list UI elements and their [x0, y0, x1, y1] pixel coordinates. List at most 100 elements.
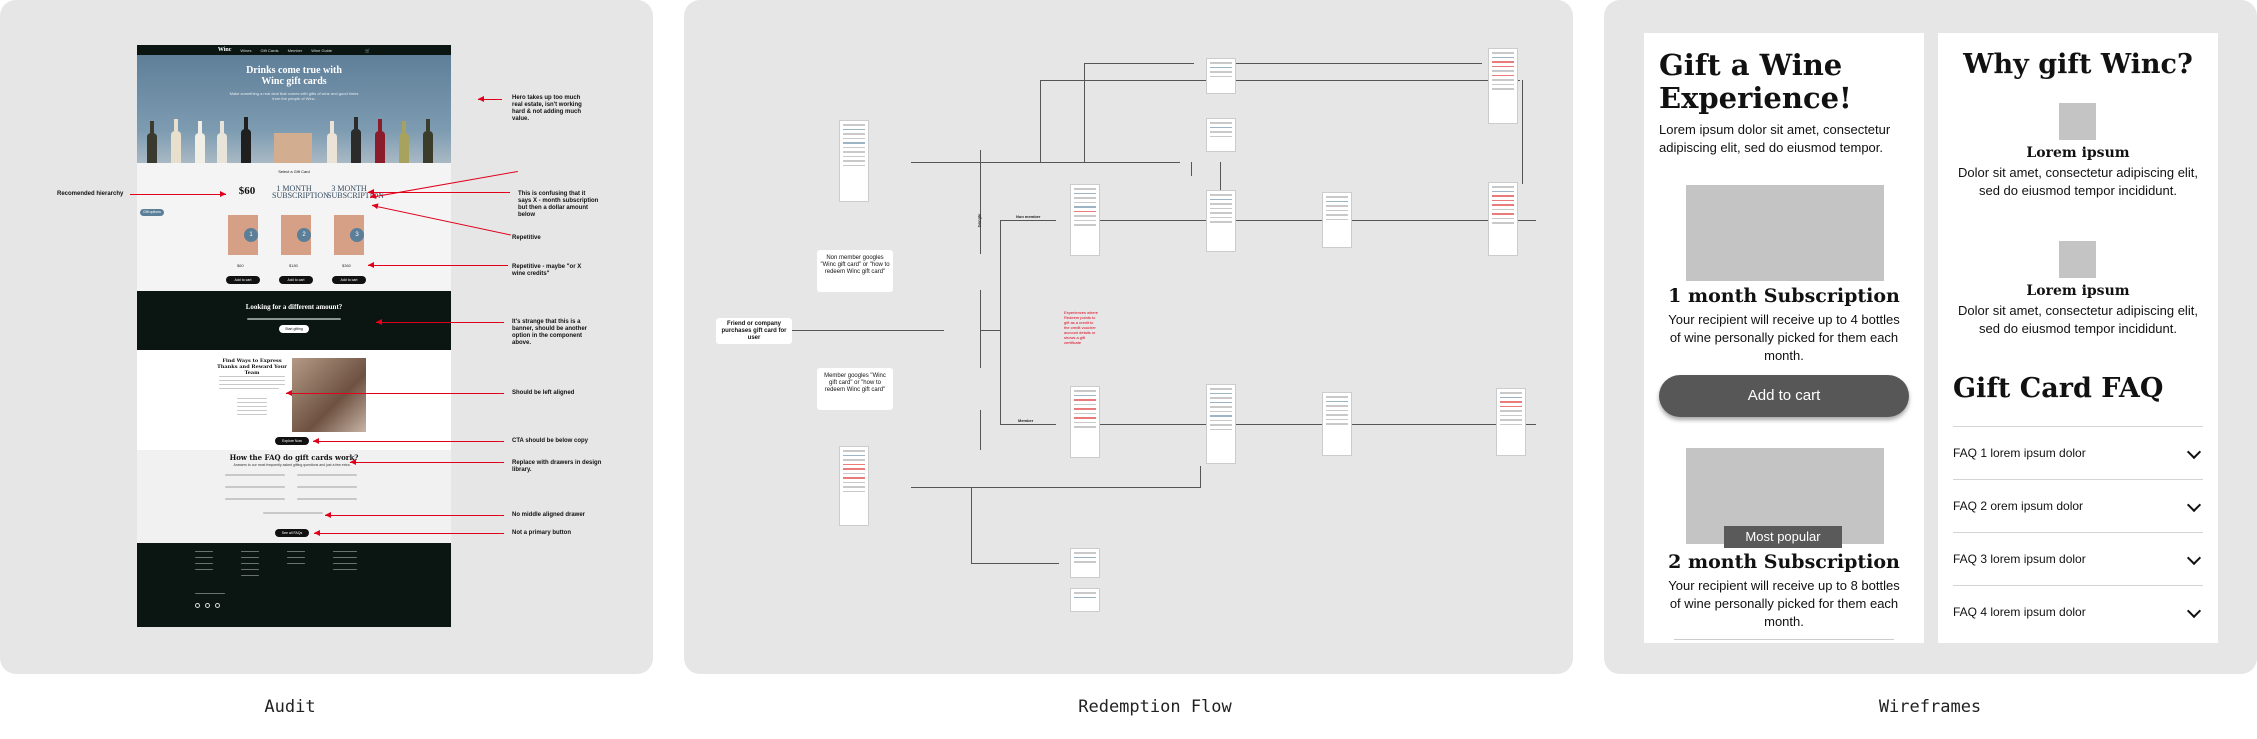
faq-item-2[interactable]: FAQ 2 orem ipsum dolor [1953, 479, 2203, 532]
wine-bottle-icon [375, 119, 385, 163]
faq-item-4[interactable]: FAQ 4 lorem ipsum dolor [1953, 585, 2203, 638]
card-value-1: $60 [237, 263, 244, 268]
gift-options-pill[interactable]: Gift options [140, 209, 164, 216]
gift-box-image [274, 133, 312, 163]
flow-screen [1206, 58, 1236, 94]
benefit-1-description: Dolor sit amet, consectetur adipiscing e… [1958, 165, 2198, 198]
faq-item-1[interactable]: FAQ 1 lorem ipsum dolor [1953, 426, 2203, 479]
explore-now-button[interactable]: Explore Now [275, 437, 309, 445]
card2-title: 2 month Subscription [1668, 551, 1900, 573]
start-gifting-button[interactable]: Start gifting [279, 325, 309, 333]
faq-section: How the FAQ do gift cards work? Answers … [137, 450, 451, 543]
flow-screen [1070, 548, 1100, 578]
instagram-icon[interactable] [195, 603, 200, 608]
caption-audit: Audit [264, 697, 316, 717]
different-amount-banner: Looking for a different amount? Start gi… [137, 291, 451, 350]
flow-screen [1070, 588, 1100, 612]
add-to-cart-button-1[interactable]: Add to cart [226, 276, 260, 284]
wireframe-why-gift: Why gift Winc? Lorem ipsum Dolor sit ame… [1938, 33, 2218, 643]
flow-start-text: Friend or company purchases gift card fo… [721, 321, 787, 341]
flow-member-node: Member googles "Winc gift card" or "how … [817, 368, 893, 410]
site-logo[interactable]: Winc [217, 47, 232, 53]
site-nav: Winc Wines Gift Cards Member Wine Guide … [137, 45, 451, 55]
twitter-icon[interactable] [215, 603, 220, 608]
wireframe-gift-page: Gift a Wine Experience! Lorem ipsum dolo… [1644, 33, 1924, 643]
flow-screen [839, 120, 869, 202]
option-badge-3: 3 [350, 228, 364, 242]
card-value-3: $360 [342, 263, 351, 268]
wine-bottle-icon [147, 121, 157, 163]
flow-screen [1206, 118, 1236, 152]
annotation-hero: Hero takes up too much real estate, isn'… [512, 95, 582, 122]
faq-title: How the FAQ do gift cards work? [229, 453, 359, 462]
add-to-cart-button[interactable]: Add to cart [1659, 375, 1909, 417]
faq-item-label: FAQ 2 orem ipsum dolor [1953, 499, 2084, 513]
banner-title: Looking for a different amount? [245, 303, 343, 311]
hero-title: Drinks come true with Winc gift cards [246, 65, 342, 87]
flow-label-member: Member [1018, 418, 1034, 423]
chevron-down-icon[interactable] [2186, 444, 2202, 460]
chevron-down-icon[interactable] [2186, 550, 2202, 566]
wine-bottle-icon [351, 117, 361, 163]
benefit-icon-placeholder [2059, 103, 2096, 140]
wine-bottle-icon [327, 121, 337, 163]
option-badge-2: 2 [297, 228, 311, 242]
facebook-icon[interactable] [205, 603, 210, 608]
select-gift-card-label: Select a Gift Card [278, 169, 310, 174]
annotation-left-aligned: Should be left aligned [512, 390, 575, 396]
wireframes-panel: Gift a Wine Experience! Lorem ipsum dolo… [1604, 0, 2257, 674]
audit-site-mockup: Winc Wines Gift Cards Member Wine Guide … [137, 45, 451, 627]
nav-item-member[interactable]: Member [287, 47, 303, 53]
redemption-flow-panel: Friend or company purchases gift card fo… [684, 0, 1573, 674]
flow-non-member-text: Non member googles "Winc gift card" or "… [820, 255, 890, 275]
card2-description: Your recipient will receive up to 8 bott… [1668, 578, 1900, 629]
nav-item-gift-cards[interactable]: Gift Cards [260, 47, 279, 53]
wine-bottle-icon [171, 119, 181, 163]
hero-subtitle: Make something a real deal that comes wi… [229, 91, 359, 101]
annotation-cta-below: CTA should be below copy [512, 438, 589, 444]
faq-item-label: FAQ 3 lorem ipsum dolor [1953, 552, 2086, 566]
card1-title: 1 month Subscription [1668, 285, 1900, 307]
wine-bottle-icon [423, 119, 433, 163]
flow-red-note: Experiences where Redeem points to gift … [1064, 310, 1099, 345]
flow-label-google: Google [976, 213, 982, 228]
price-option-3: 3 MONTH SUBSCRIPTION [327, 184, 384, 200]
site-hero: Drinks come true with Winc gift cards Ma… [137, 55, 451, 163]
chevron-down-icon[interactable] [2186, 497, 2202, 513]
faq-subtitle: Answers to our most frequently asked gif… [233, 463, 351, 467]
see-all-faqs-button[interactable]: See all FAQs [275, 529, 309, 537]
flow-member-text: Member googles "Winc gift card" or "how … [824, 373, 886, 393]
flow-screen [1070, 184, 1100, 256]
audit-panel: Winc Wines Gift Cards Member Wine Guide … [0, 0, 653, 674]
flow-screen [1070, 386, 1100, 458]
flow-screen [1488, 182, 1518, 256]
annotation-no-middle: No middle aligned drawer [512, 512, 586, 518]
gift-page-intro: Lorem ipsum dolor sit amet, consectetur … [1659, 122, 1891, 155]
annotation-banner: It's strange that this is a banner, shou… [512, 319, 588, 346]
annotation-hierarchy: Recomended hierarchy [57, 191, 124, 197]
price-option-1: $60 [238, 185, 256, 197]
cart-icon[interactable]: 🛒 [365, 47, 371, 53]
add-to-cart-button-2[interactable]: Add to cart [279, 276, 313, 284]
card1-description: Your recipient will receive up to 4 bott… [1668, 312, 1900, 363]
caption-flow: Redemption Flow [1078, 697, 1232, 717]
add-to-cart-button-3[interactable]: Add to cart [332, 276, 366, 284]
wine-bottle-icon [217, 121, 227, 163]
why-gift-title: Why gift Winc? [1963, 49, 2193, 80]
flow-screen [1496, 388, 1526, 456]
flow-screen [839, 446, 869, 526]
feature-section: Find Ways to Express Thanks and Reward Y… [137, 350, 451, 450]
nav-item-wines[interactable]: Wines [240, 47, 252, 53]
annotation-not-primary: Not a primary button [512, 530, 572, 536]
flow-screen [1322, 392, 1352, 456]
wine-bottle-icon [241, 117, 251, 163]
flow-screen [1206, 190, 1236, 252]
chevron-down-icon[interactable] [2186, 603, 2202, 619]
nav-item-wine-guide[interactable]: Wine Guide [311, 47, 333, 53]
benefit-1-title: Lorem ipsum [2026, 145, 2130, 161]
faq-item-3[interactable]: FAQ 3 lorem ipsum dolor [1953, 532, 2203, 585]
flow-screen [1488, 48, 1518, 124]
annotation-confusing: This is confusing that it says X - month… [518, 191, 599, 218]
benefit-2-description: Dolor sit amet, consectetur adipiscing e… [1958, 303, 2198, 336]
flow-screen [1322, 192, 1352, 248]
